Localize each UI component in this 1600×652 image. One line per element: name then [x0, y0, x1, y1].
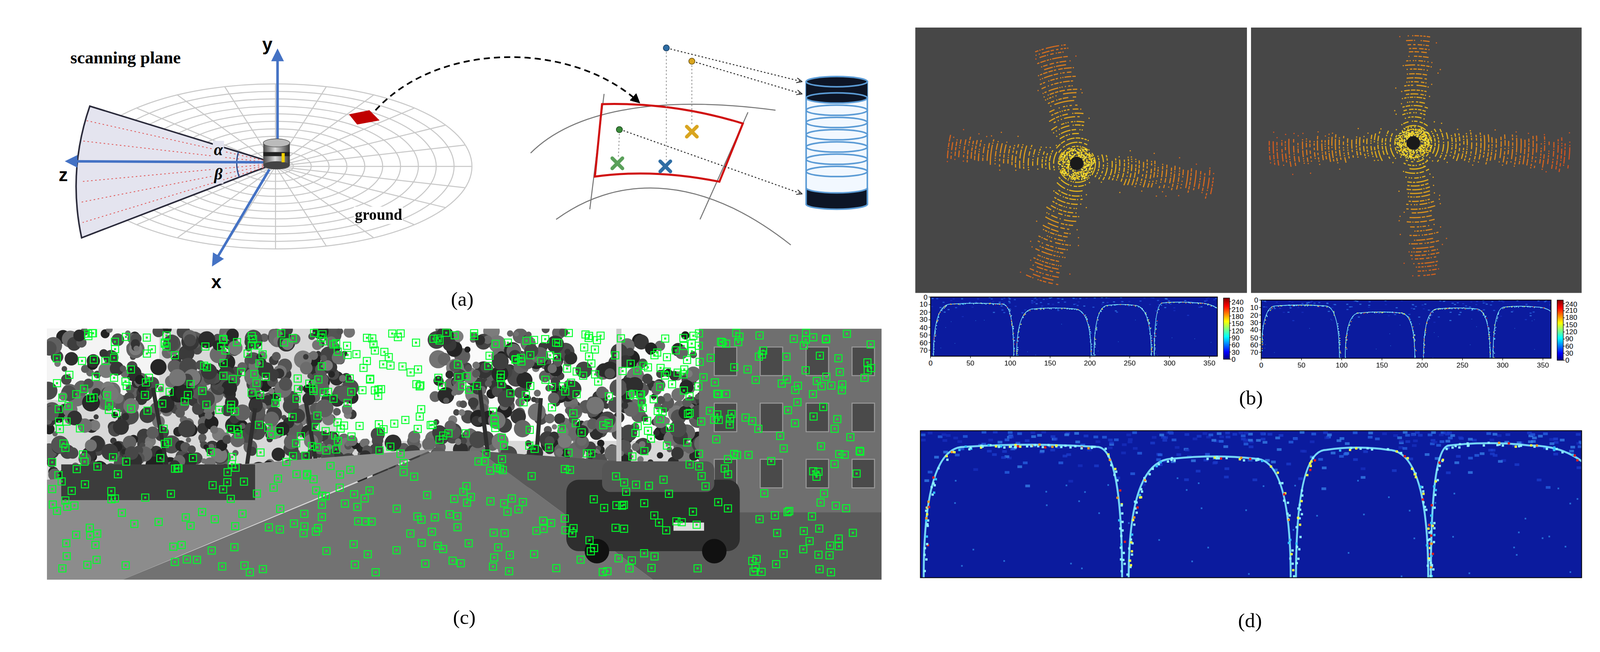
figure-stage: scanning planeyzαβgroundx(a)010203040506…: [0, 0, 1600, 652]
